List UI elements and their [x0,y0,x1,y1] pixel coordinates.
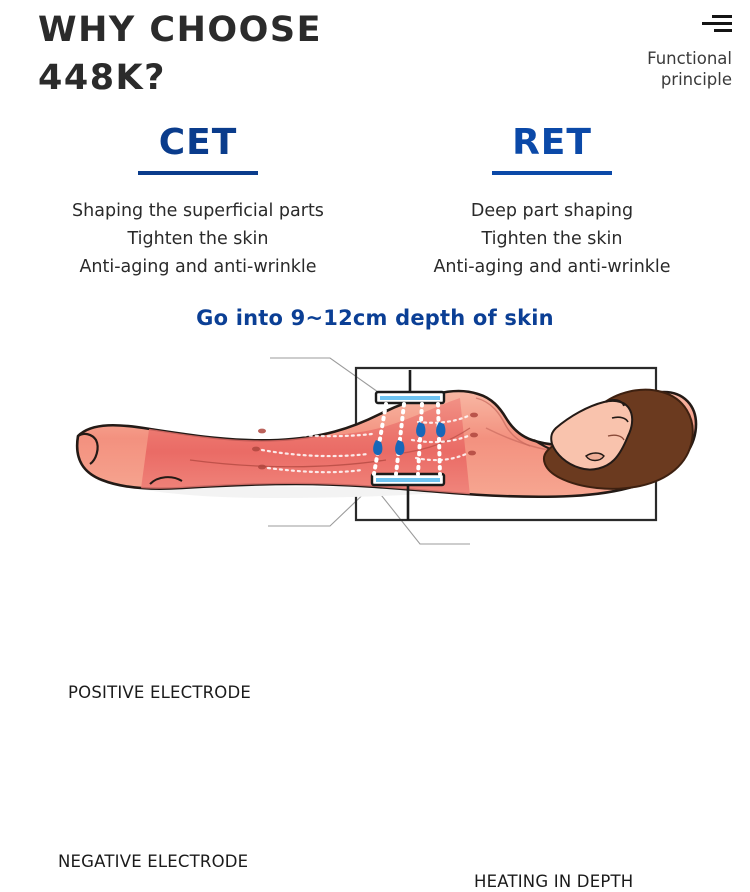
page-root: WHY CHOOSE 448K? Functional principle CE… [0,10,750,891]
column-ret-line-1: Deep part shaping [470,201,634,221]
column-ret-line-2: Tighten the skin [481,229,623,249]
label-negative-electrode: NEGATIVE ELECTRODE [58,852,249,871]
column-cet-heading: CET [158,122,238,163]
current-flow-lines [372,402,446,476]
reclining-body-illustration [75,388,698,499]
ear [585,452,605,462]
negative-electrode-plate [370,472,446,520]
brow-line [611,416,629,423]
foot-detail [77,432,99,465]
hamburger-icon[interactable] [698,12,732,38]
nose-line [605,399,625,407]
hamburger-bar-bottom [714,29,732,32]
shoulder-contour [475,397,531,447]
page-title: WHY CHOOSE 448K? [38,10,323,98]
label-positive-electrode: POSITIVE ELECTRODE [68,683,252,702]
muscle-hints [260,414,470,474]
hamburger-bar-middle [702,22,732,25]
column-ret: RET Deep part shaping Tighten the skin A… [372,122,732,281]
treatment-zone [140,398,470,496]
positive-electrode-plate [374,370,446,405]
muscle-dots [252,412,478,470]
leader-positive-electrode [270,357,379,393]
column-ret-line-3: Anti-aging and anti-wrinkle [433,257,671,277]
column-ret-underline [492,171,612,175]
depth-headline: Go into 9~12cm depth of skin [196,306,554,330]
column-cet-line-1: Shaping the superficial parts [72,201,324,221]
circuit-bottom-path [354,458,658,522]
column-cet-line-3: Anti-aging and anti-wrinkle [79,257,317,277]
mouth-line [607,434,625,441]
label-heating-in-depth: HEATING IN DEPTH [474,872,634,891]
waist-contour [395,427,471,455]
column-cet-underline [138,171,258,175]
column-ret-lines: Deep part shaping Tighten the skin Anti-… [372,197,732,281]
current-droplets [373,422,446,456]
column-cet-line-2: Tighten the skin [127,229,269,249]
leader-negative-electrode [268,483,375,527]
leader-heating-in-depth [373,485,470,545]
column-ret-heading: RET [512,122,592,163]
column-cet-lines: Shaping the superficial parts Tighten th… [18,197,378,281]
leader-lines [268,357,470,545]
thigh-contour [189,459,387,468]
column-cet: CET Shaping the superficial parts Tighte… [18,122,378,281]
body-diagram: POSITIVE ELECTRODE NEGATIVE ELECTRODE HE… [0,336,750,891]
heel-detail [149,476,183,485]
hamburger-bar-top [712,15,732,18]
header-subtitle: Functional principle [647,49,732,89]
